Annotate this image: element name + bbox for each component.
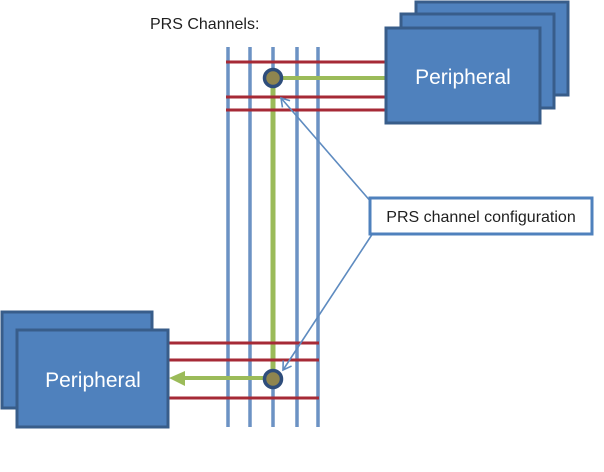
page-title: PRS Channels: xyxy=(150,16,259,33)
peripheral-box-front xyxy=(384,26,542,125)
bottom-peripheral-connections xyxy=(168,341,319,400)
config-label-text: PRS channel configuration xyxy=(386,209,575,226)
config-annotation: PRS channel configuration xyxy=(368,196,594,236)
connection-node-top xyxy=(262,67,284,89)
config-pointer-arrow-bottom xyxy=(282,232,374,372)
green-signal-route xyxy=(169,76,387,386)
green-arrowhead-icon xyxy=(169,371,185,386)
top-peripheral-connections xyxy=(226,60,387,112)
peripheral-bottom-label: Peripheral xyxy=(45,369,141,392)
peripheral-stack-bottom: Peripheral xyxy=(0,310,170,429)
config-label-box xyxy=(368,196,594,236)
peripheral-top-label: Peripheral xyxy=(415,66,511,89)
peripheral-box-front xyxy=(15,328,170,429)
peripheral-stack-top: Peripheral xyxy=(384,0,570,125)
connection-node-bottom xyxy=(262,368,284,390)
config-pointer-arrow-top xyxy=(280,96,373,204)
